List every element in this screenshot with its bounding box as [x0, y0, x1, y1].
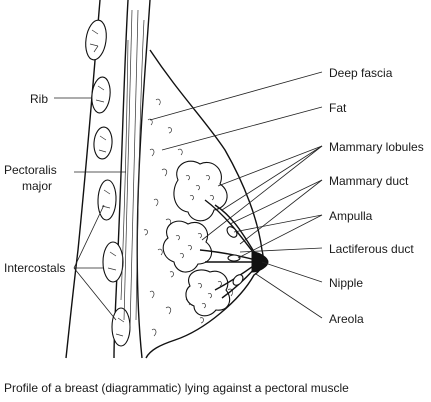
label-deep-fascia: Deep fascia: [329, 66, 393, 80]
label-mammary-duct: Mammary duct: [329, 174, 409, 188]
label-intercostals: Intercostals: [4, 261, 65, 275]
label-pectoralis-line2: major: [22, 179, 52, 193]
nipple: [251, 251, 269, 273]
label-nipple: Nipple: [329, 276, 363, 290]
leader-lines: [149, 71, 323, 319]
left-leader-lines: [54, 97, 126, 321]
figure-caption: Profile of a breast (diagrammatic) lying…: [4, 381, 349, 395]
mammary-ducts: [199, 199, 259, 299]
label-lactiferous-duct: Lactiferous duct: [329, 242, 414, 256]
label-rib: Rib: [30, 92, 48, 106]
chest-wall: [65, 0, 151, 359]
label-mammary-lobules: Mammary lobules: [329, 140, 424, 154]
label-ampulla: Ampulla: [329, 209, 373, 223]
mammary-lobules: [162, 160, 231, 317]
ribs: [85, 19, 131, 347]
label-fat: Fat: [329, 101, 347, 115]
label-areola: Areola: [329, 312, 364, 326]
pectoralis-fibres: [120, 9, 145, 331]
label-pectoralis-line1: Pectoralis: [4, 163, 57, 177]
